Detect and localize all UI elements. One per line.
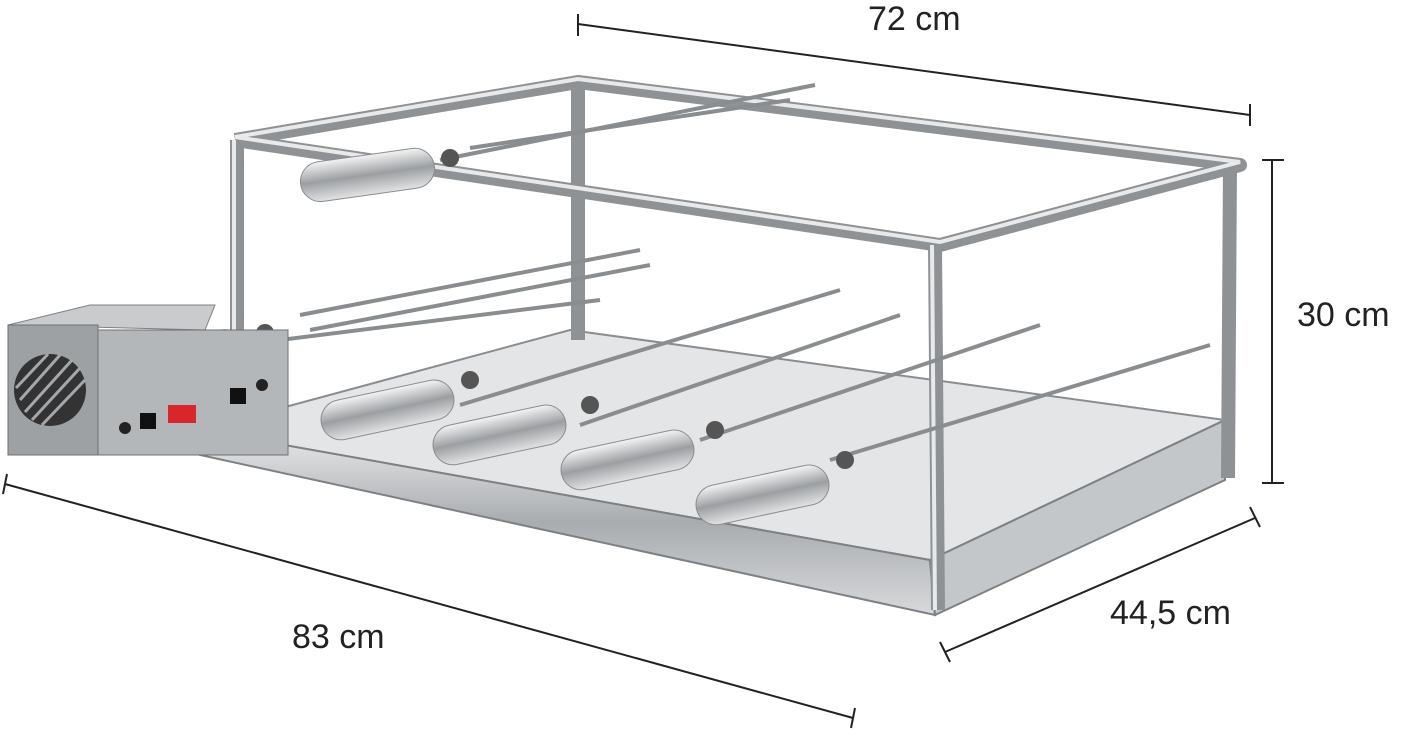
skewer-handle: [320, 379, 455, 441]
skewer-handle: [560, 429, 695, 491]
skewer-handle: [432, 404, 567, 466]
depth-dimension-line: [944, 517, 1256, 653]
power-socket: [256, 379, 268, 391]
width-dimension-line: [577, 23, 1251, 116]
power-socket: [119, 422, 131, 434]
power-switch: [140, 413, 156, 429]
width-label: 72 cm: [868, 0, 961, 38]
gears: [256, 149, 854, 469]
skewer-handle: [695, 464, 830, 526]
length-label: 83 cm: [292, 618, 385, 656]
depth-label: 44,5 cm: [1110, 594, 1231, 632]
rocker-switch: [230, 388, 246, 404]
red-switch: [168, 405, 196, 423]
skewer-handle: [299, 147, 436, 203]
motor-box: [7, 304, 289, 456]
length-dimension-line: [4, 483, 854, 719]
bottom-tray: [199, 328, 1229, 617]
height-label: 30 cm: [1297, 296, 1390, 334]
skewers: [239, 83, 1211, 462]
dimension-lines: [2, 14, 1284, 729]
